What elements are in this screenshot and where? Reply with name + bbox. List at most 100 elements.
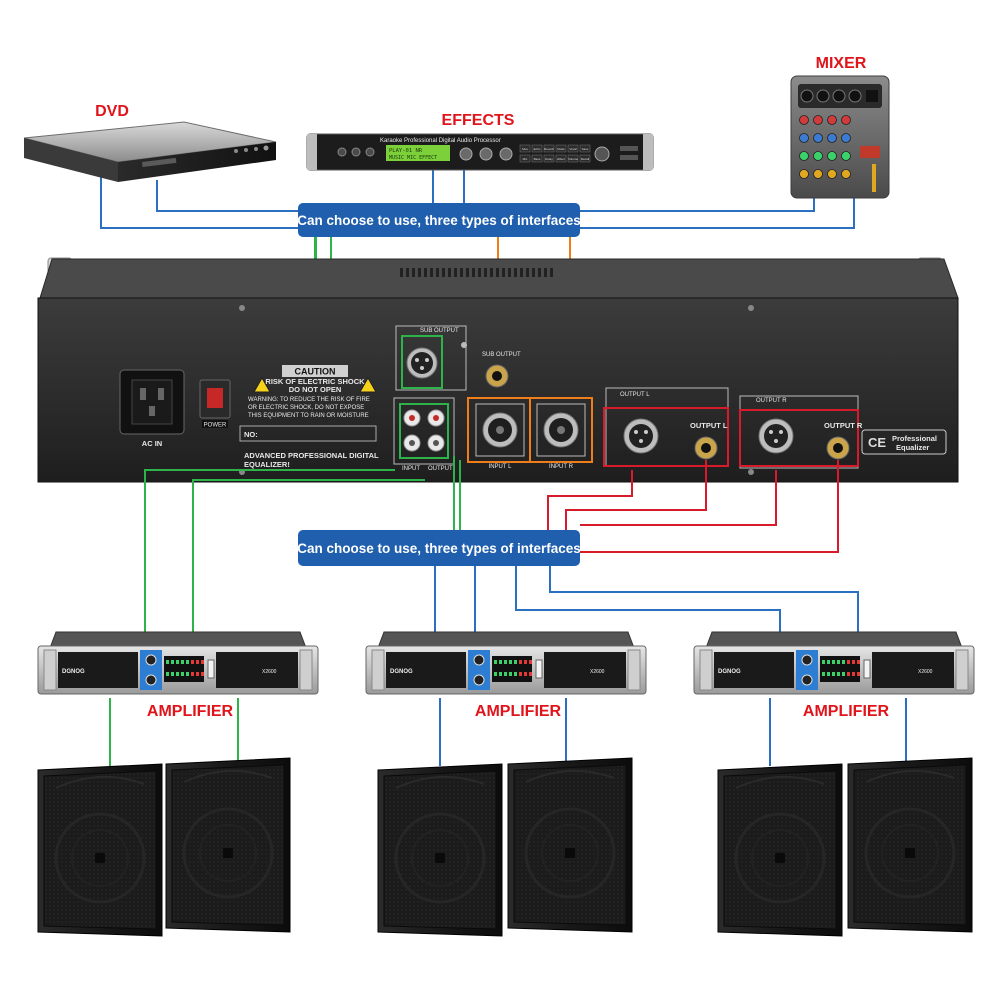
mixer-fader[interactable] — [872, 164, 876, 192]
meter-led — [842, 660, 845, 664]
effects-button-label: Bass — [534, 157, 541, 161]
rca-output-label: OUTPUT — [428, 466, 453, 472]
wire-red-1 — [547, 470, 633, 540]
output-r-box-label: OUTPUT R — [756, 398, 787, 404]
mixer-knob[interactable] — [841, 115, 851, 125]
amplifier-gain-knob[interactable] — [473, 674, 485, 686]
knob-3[interactable] — [499, 147, 513, 161]
effects-button-label: Echo — [534, 147, 541, 151]
effects-button[interactable] — [555, 154, 567, 163]
model-line2: EQUALIZER! — [244, 460, 290, 469]
mixer-knob[interactable] — [813, 169, 823, 179]
effects-button-label: Mus — [522, 147, 528, 151]
woofer — [394, 812, 486, 904]
amplifier-gain-knob[interactable] — [145, 674, 157, 686]
mixer-knob[interactable] — [813, 151, 823, 161]
vent-slot — [550, 268, 553, 277]
mixer-knob[interactable] — [841, 133, 851, 143]
effects-lcd — [386, 145, 450, 161]
amplifier-brand: DGNOG — [718, 669, 741, 675]
meter-led — [847, 672, 850, 676]
vent-slot — [508, 268, 511, 277]
amplifier-gain-knob[interactable] — [801, 654, 813, 666]
mixer-knob[interactable] — [813, 133, 823, 143]
effects-key-a[interactable] — [620, 146, 638, 151]
amplifier-power-button[interactable] — [535, 659, 543, 679]
speaker — [717, 763, 843, 937]
mixer-knob[interactable] — [799, 169, 809, 179]
amplifier-gain-knob[interactable] — [145, 654, 157, 666]
wire-dvd-b — [156, 180, 300, 212]
effects-button[interactable] — [567, 144, 579, 153]
vent-slot — [436, 268, 439, 277]
effects-button[interactable] — [579, 154, 591, 163]
meter-led — [832, 660, 835, 664]
mixer-knob[interactable] — [799, 133, 809, 143]
meter-led — [504, 672, 507, 676]
sub-output-box — [395, 325, 467, 391]
wire-green-out-3 — [144, 469, 395, 648]
effects-button-label: Vocal — [569, 147, 577, 151]
knob-2[interactable] — [479, 147, 493, 161]
amplifier-gain-knob[interactable] — [473, 654, 485, 666]
mixer-knob[interactable] — [827, 115, 837, 125]
meter-led — [857, 660, 860, 664]
amplifier-power-button[interactable] — [207, 659, 215, 679]
effects-label: EFFECTS — [442, 112, 515, 129]
woofer — [864, 807, 956, 899]
vent-slot — [442, 268, 445, 277]
effects-button[interactable] — [519, 154, 531, 163]
mixer-knob[interactable] — [841, 151, 851, 161]
vent-slot — [526, 268, 529, 277]
warning-line3: THIS EQUIPMENT TO RAIN OR MOISTURE — [248, 413, 369, 419]
meter-led — [827, 660, 830, 664]
output-wiring — [144, 456, 859, 648]
volume-knob[interactable] — [594, 146, 610, 162]
mixer-knob[interactable] — [827, 169, 837, 179]
vent-slot — [520, 268, 523, 277]
amplifier-gain-knob[interactable] — [801, 674, 813, 686]
mixer-knob[interactable] — [827, 151, 837, 161]
meter-led — [176, 672, 179, 676]
model-line1: ADVANCED PROFESSIONAL DIGITAL — [244, 451, 379, 460]
mixer — [790, 75, 890, 199]
mixer-knob[interactable] — [827, 133, 837, 143]
woofer — [54, 812, 146, 904]
effects-button-label: Effect — [557, 157, 565, 161]
effects-button[interactable] — [567, 154, 579, 163]
mixer-knob[interactable] — [813, 115, 823, 125]
effects-key-b[interactable] — [620, 155, 638, 160]
effects-button[interactable] — [531, 154, 543, 163]
meter-led — [509, 660, 512, 664]
mixer-knob[interactable] — [799, 151, 809, 161]
meter-led — [852, 660, 855, 664]
interface-banner-bottom: Can choose to use, three types of interf… — [297, 530, 581, 566]
effects-button[interactable] — [555, 144, 567, 153]
amplifier-power-button[interactable] — [863, 659, 871, 679]
meter-led — [196, 660, 199, 664]
interface-banner-top: Can choose to use, three types of interf… — [297, 203, 581, 237]
effects-button-label: Recall — [581, 157, 590, 161]
effects-button[interactable] — [543, 144, 555, 153]
dvd-player — [23, 121, 277, 182]
meter-led — [832, 672, 835, 676]
effects-button[interactable] — [531, 144, 543, 153]
input-r-label: INPUT R — [549, 464, 574, 470]
effects-button-label: Mic — [523, 157, 528, 161]
mixer-knob[interactable] — [799, 115, 809, 125]
mixer-knob[interactable] — [841, 169, 851, 179]
woofer — [524, 807, 616, 899]
woofer — [182, 807, 274, 899]
sub-output-box-label: SUB OUTPUT — [420, 328, 459, 334]
meter-led — [191, 660, 194, 664]
effects-button[interactable] — [579, 144, 591, 153]
input-l-label: INPUT L — [489, 464, 513, 470]
effects-button[interactable] — [543, 154, 555, 163]
meter-led — [176, 660, 179, 664]
effects-button[interactable] — [519, 144, 531, 153]
knob-1[interactable] — [459, 147, 473, 161]
meter-led — [504, 660, 507, 664]
meter-led — [499, 660, 502, 664]
